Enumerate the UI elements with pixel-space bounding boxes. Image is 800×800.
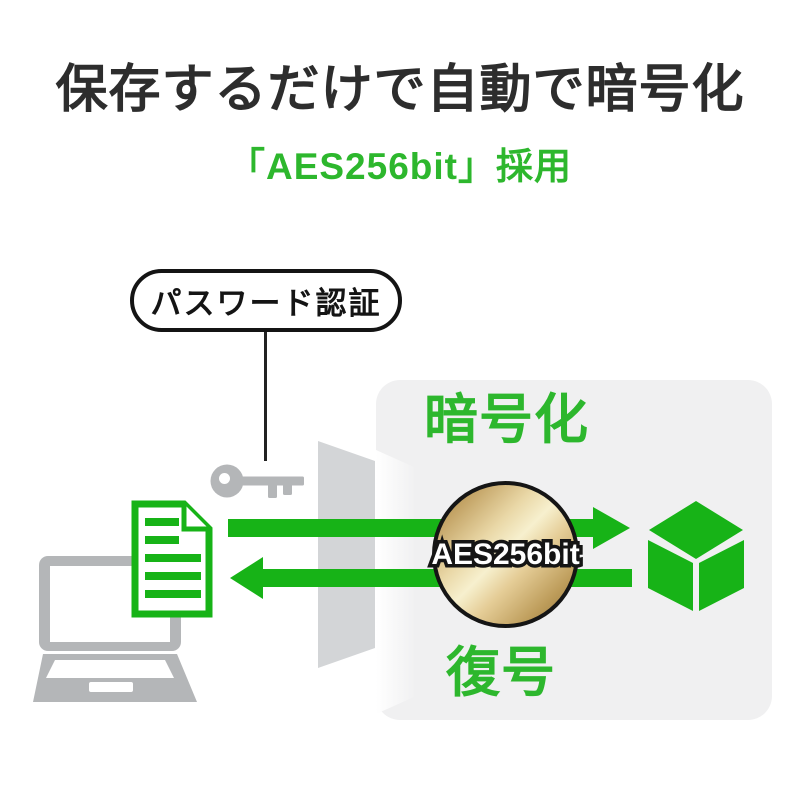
callout-connector-line xyxy=(264,330,267,461)
arrow-right-icon xyxy=(228,507,630,549)
password-auth-callout: パスワード認証 xyxy=(130,269,402,332)
page-subtitle: 「AES256bit」採用 xyxy=(227,146,572,187)
password-auth-label: パスワード認証 xyxy=(150,286,382,321)
cipher-badge-label: AES256bit xyxy=(428,534,583,574)
encrypt-label: 暗号化 xyxy=(424,390,589,450)
page-title: 保存するだけで自動で暗号化 xyxy=(55,61,745,119)
gold-coin-badge: AES256bit xyxy=(428,481,583,628)
key-icon xyxy=(210,464,304,498)
decrypt-label: 復号 xyxy=(446,643,556,703)
arrows-layer xyxy=(228,507,632,599)
document-icon xyxy=(131,500,213,618)
cube-icon xyxy=(648,501,744,611)
arrow-left-icon xyxy=(230,557,632,599)
